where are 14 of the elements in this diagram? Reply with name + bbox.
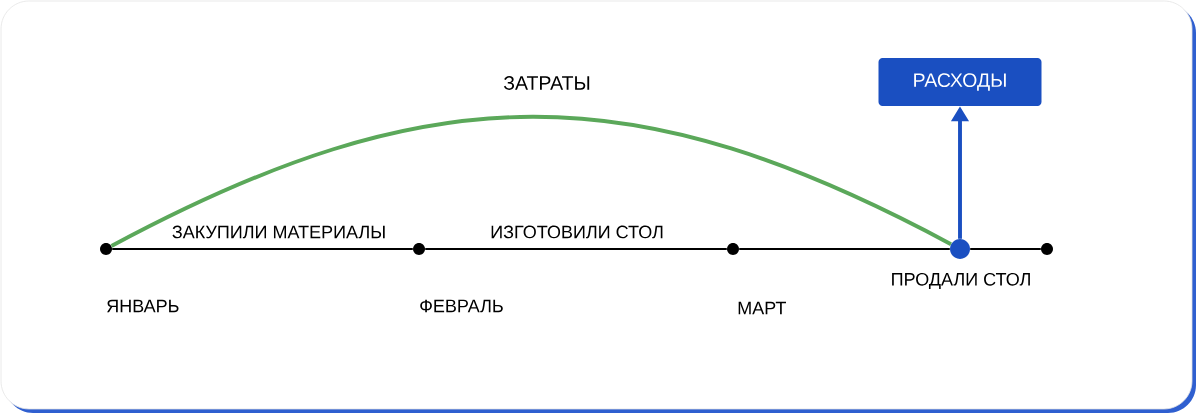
timeline-segment xyxy=(111,248,414,250)
label-box: РАСХОДЫ xyxy=(878,58,1042,106)
timeline-segment xyxy=(969,248,1042,250)
edge-label: ЗАКУПИЛИ МАТЕРИАЛЫ xyxy=(172,225,385,239)
timeline-dot xyxy=(950,239,970,259)
timeline-segment xyxy=(738,248,951,250)
timeline-label: ФЕВРАЛЬ xyxy=(420,299,503,313)
arc-line xyxy=(110,115,952,248)
timeline-label: ПРОДАЛИ СТОЛ xyxy=(892,272,1030,290)
edge-label: ЗАТРАТЫ xyxy=(503,76,590,90)
timeline-label: МАРТ xyxy=(738,301,786,315)
edge-label: ИЗГОТОВИЛИ СТОЛ xyxy=(491,225,663,239)
timeline-label: ЯНВАРЬ xyxy=(107,299,179,313)
timeline-segment xyxy=(424,248,728,250)
